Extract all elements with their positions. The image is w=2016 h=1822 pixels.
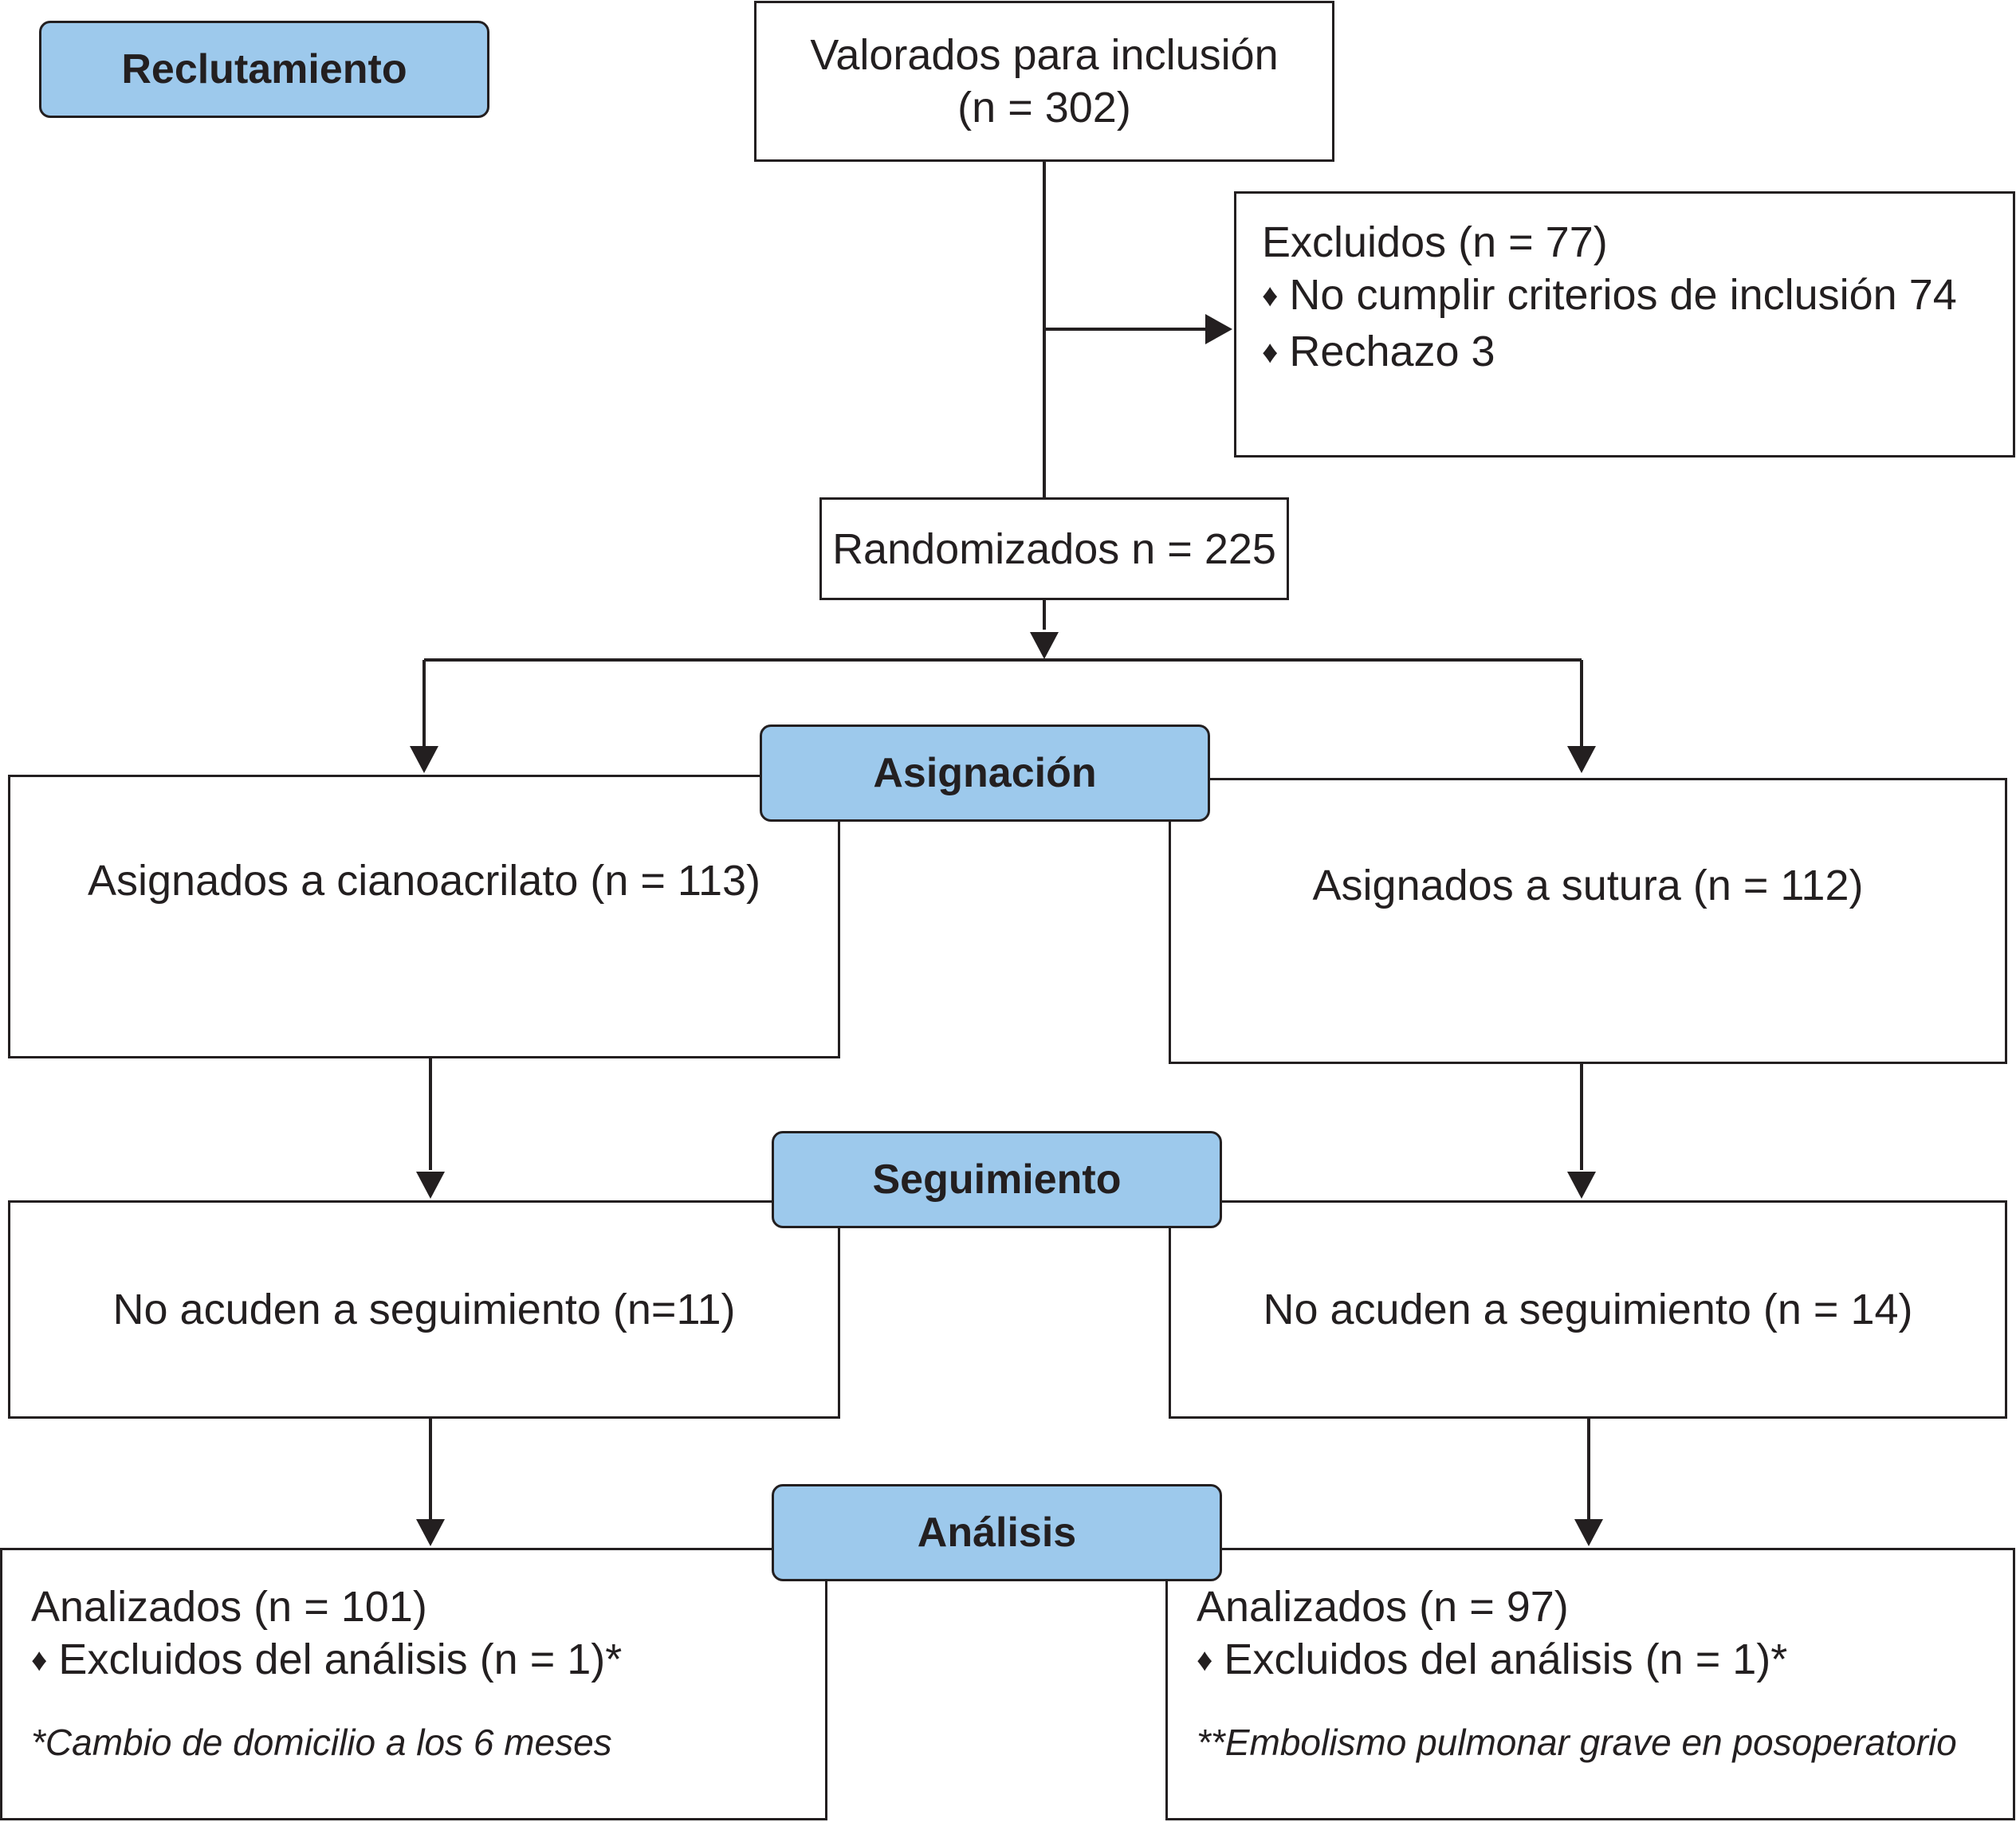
footnote-mark: ** bbox=[1197, 1722, 1225, 1763]
assessed-label: Valorados para inclusión bbox=[810, 31, 1279, 79]
analysis-right-excluded: ♦ Excluidos del análisis (n = 1)* bbox=[1197, 1633, 2013, 1690]
analysis-right-title: Analizados (n = 97) bbox=[1197, 1583, 1569, 1631]
stage-label-analysis-text: Análisis bbox=[917, 1510, 1077, 1556]
analysis-right-box: Analizados (n = 97) ♦ Excluidos del análi… bbox=[1165, 1548, 2015, 1820]
bullet-diamond: ♦ bbox=[1262, 335, 1279, 370]
arrowhead-analysis-right bbox=[1574, 1519, 1603, 1546]
excluded-title: Excluidos (n = 77) bbox=[1262, 218, 1608, 266]
stage-label-follow-up-text: Seguimiento bbox=[872, 1156, 1122, 1203]
allocation-left-label: Asignados a cianoacrilato (n = 113) bbox=[87, 857, 760, 905]
excluded-item-refusal: ♦ Rechazo 3 bbox=[1262, 325, 2013, 382]
excluded-item-criteria: ♦ No cumplir criterios de inclusión 74 bbox=[1262, 269, 2013, 325]
allocation-right-box: Asignados a sutura (n = 112) bbox=[1169, 778, 2007, 1064]
followup-right-label: No acuden a seguimiento (n = 14) bbox=[1263, 1286, 1913, 1333]
bullet-diamond: ♦ bbox=[31, 1643, 48, 1678]
arrowhead-followup-right bbox=[1567, 1172, 1596, 1199]
stage-label-allocation: Asignación bbox=[760, 724, 1210, 822]
allocation-right-label: Asignados a sutura (n = 112) bbox=[1312, 861, 1864, 909]
excluded-item-refusal-text: Rechazo 3 bbox=[1289, 328, 1495, 375]
bullet-diamond: ♦ bbox=[1197, 1643, 1213, 1678]
stage-label-recruitment-text: Reclutamiento bbox=[121, 46, 407, 92]
analysis-left-footnote: *Cambio de domicilio a los 6 meses bbox=[31, 1716, 612, 1769]
assessed-count: (n = 302) bbox=[957, 84, 1131, 132]
followup-left-box: No acuden a seguimiento (n=11) bbox=[8, 1200, 840, 1419]
stage-label-allocation-text: Asignación bbox=[873, 750, 1097, 796]
bullet-diamond: ♦ bbox=[1262, 278, 1279, 313]
arrowhead-allocation-left bbox=[410, 746, 438, 773]
followup-right-box: No acuden a seguimiento (n = 14) bbox=[1169, 1200, 2007, 1419]
excluded-box: Excluidos (n = 77) ♦ No cumplir criterios… bbox=[1234, 191, 2015, 457]
stage-label-follow-up: Seguimiento bbox=[772, 1131, 1222, 1228]
assessed-box: Valorados para inclusión (n = 302) bbox=[754, 1, 1334, 162]
arrowhead-allocation-right bbox=[1567, 746, 1596, 773]
footnote-text: Embolismo pulmonar grave en posoperatori… bbox=[1224, 1722, 1957, 1763]
randomized-box: Randomizados n = 225 bbox=[819, 497, 1289, 600]
stage-label-recruitment: Reclutamiento bbox=[39, 21, 489, 118]
footnote-text: Cambio de domicilio a los 6 meses bbox=[45, 1722, 612, 1763]
arrowhead-randomized bbox=[1030, 632, 1059, 659]
arrowhead-excluded bbox=[1205, 314, 1232, 344]
arrowhead-followup-left bbox=[416, 1172, 445, 1199]
analysis-left-title: Analizados (n = 101) bbox=[31, 1583, 427, 1631]
followup-left-label: No acuden a seguimiento (n=11) bbox=[112, 1286, 736, 1333]
analysis-right-excluded-text: Excluidos del análisis (n = 1)* bbox=[1224, 1635, 1788, 1683]
analysis-left-box: Analizados (n = 101) ♦ Excluidos del anál… bbox=[0, 1548, 827, 1820]
analysis-right-footnote: **Embolismo pulmonar grave en posoperato… bbox=[1197, 1716, 1957, 1769]
analysis-left-excluded-text: Excluidos del análisis (n = 1)* bbox=[58, 1635, 623, 1683]
excluded-item-criteria-text: No cumplir criterios de inclusión 74 bbox=[1289, 271, 1957, 319]
allocation-left-box: Asignados a cianoacrilato (n = 113) bbox=[8, 775, 840, 1058]
footnote-mark: * bbox=[31, 1722, 45, 1763]
analysis-left-excluded: ♦ Excluidos del análisis (n = 1)* bbox=[31, 1633, 825, 1690]
randomized-label: Randomizados n = 225 bbox=[832, 524, 1276, 573]
stage-label-analysis: Análisis bbox=[772, 1484, 1222, 1581]
arrowhead-analysis-left bbox=[416, 1519, 445, 1546]
